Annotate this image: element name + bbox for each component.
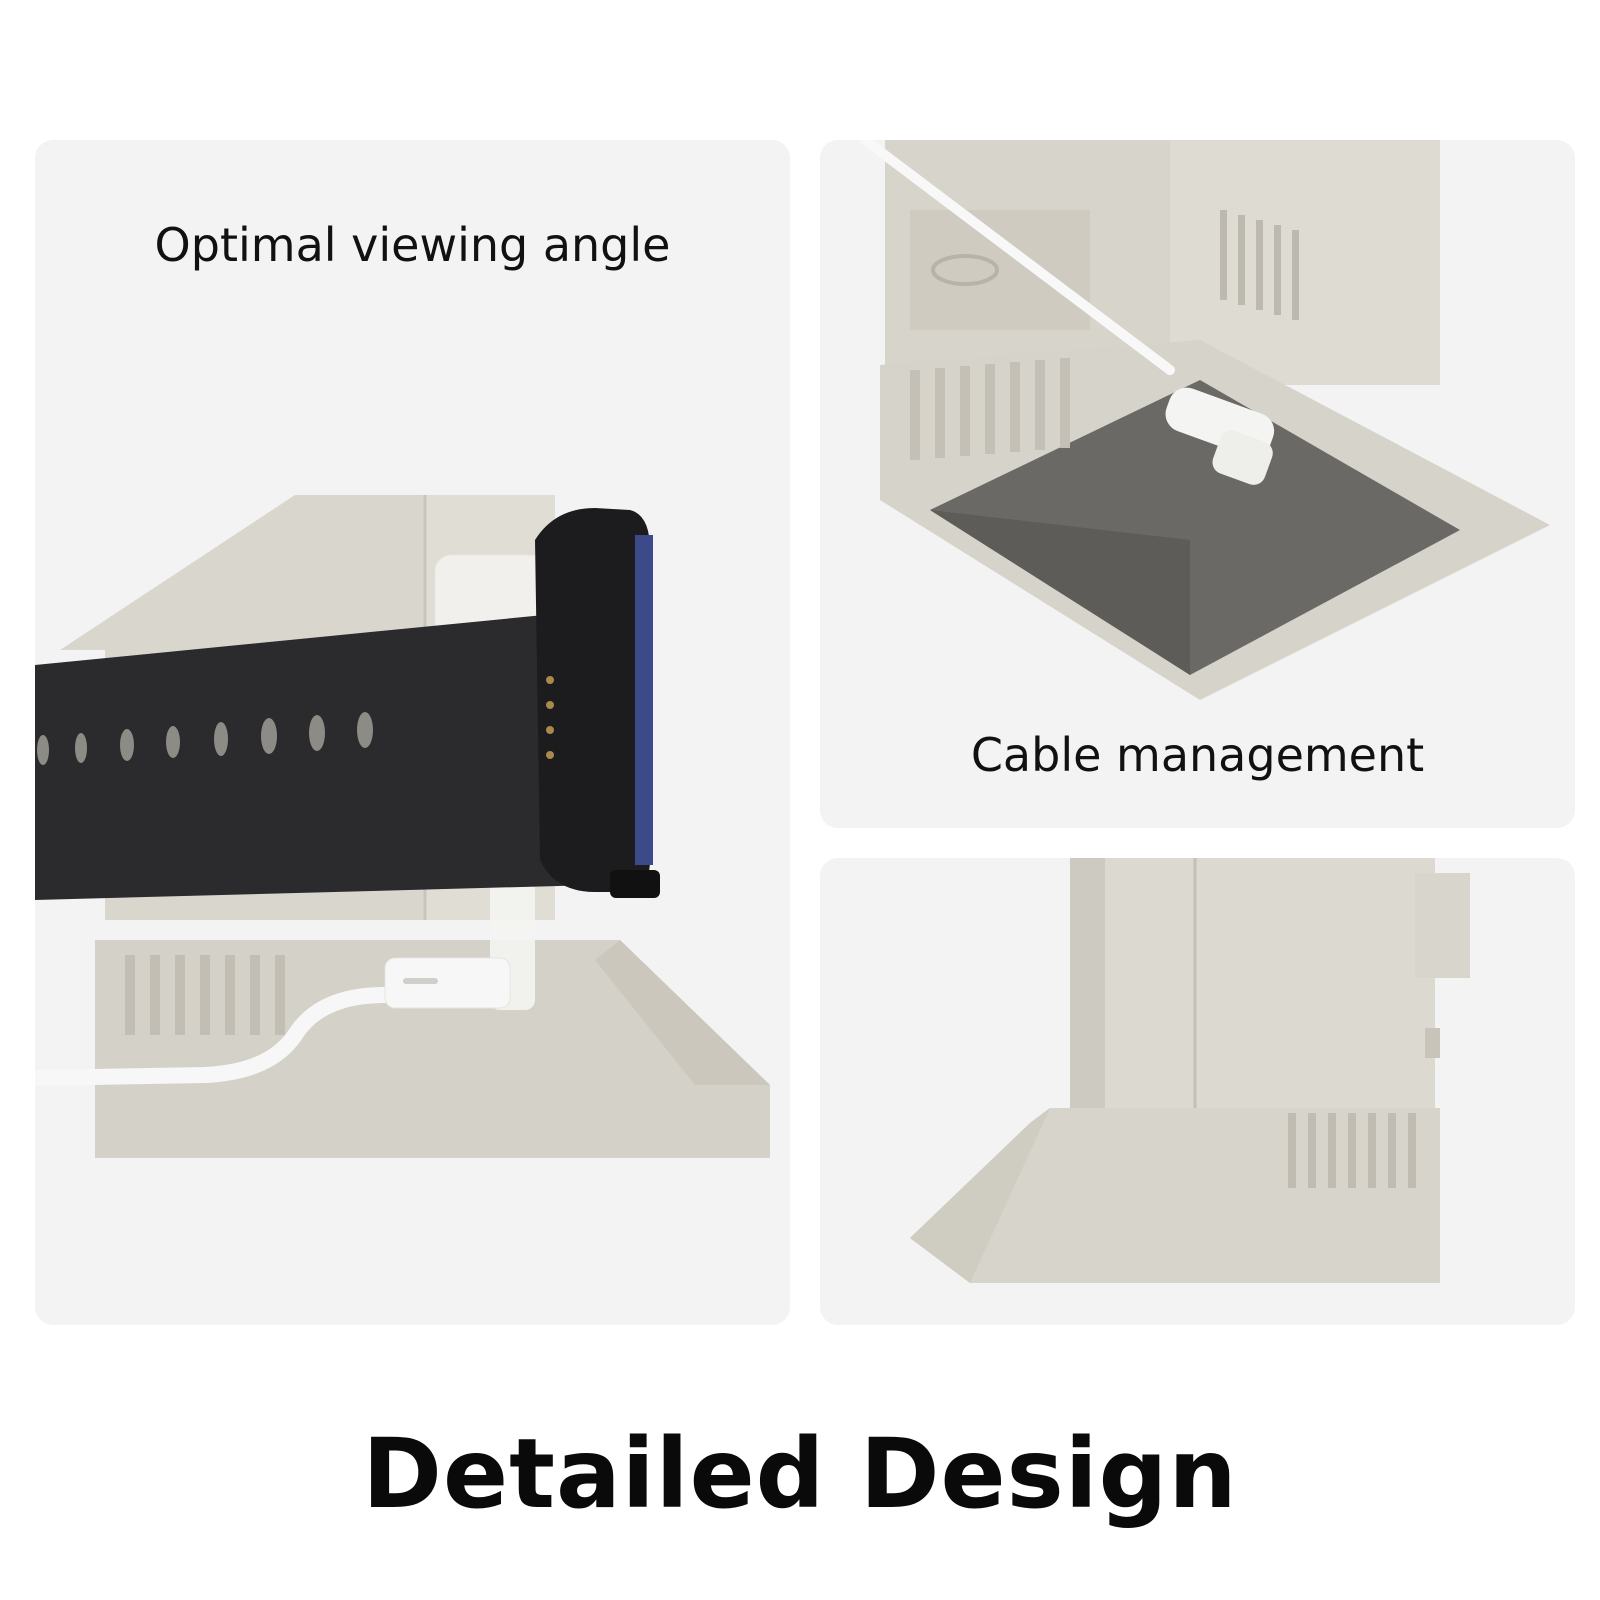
back-vents [1288, 1113, 1416, 1188]
viewing-angle-panel: Optimal viewing angle [35, 140, 790, 1325]
watch-screen [635, 535, 653, 865]
routed-cable [860, 140, 1175, 375]
usb-connector [384, 957, 511, 1009]
strap-holes [37, 712, 373, 765]
viewing-angle-caption: Optimal viewing angle [154, 218, 671, 272]
serial-port-icon [931, 254, 999, 286]
tower-back [885, 140, 1440, 385]
crown-icon [610, 870, 660, 898]
stand-base [95, 940, 770, 1158]
charging-pins [546, 676, 554, 759]
back-ledge [1415, 873, 1470, 978]
tower-body [1070, 858, 1435, 1108]
vent-slots [125, 955, 285, 1035]
base-slope [595, 940, 770, 1085]
watch-case [535, 508, 650, 892]
base-cavity [930, 380, 1460, 675]
tower-vents [1220, 210, 1299, 320]
back-view-panel [820, 858, 1575, 1325]
back-base [910, 1108, 1440, 1283]
stand-bottom-illustration [860, 140, 1550, 700]
base-vents [910, 358, 1070, 460]
headline-title: Detailed Design [362, 1418, 1238, 1530]
usb-cable [35, 987, 403, 1086]
stand-side-illustration [35, 495, 770, 1158]
cable-management-panel: Cable management [820, 140, 1575, 828]
stand-back-illustration [910, 858, 1470, 1283]
cable-management-caption: Cable management [970, 728, 1425, 782]
watch-strap [35, 610, 620, 900]
